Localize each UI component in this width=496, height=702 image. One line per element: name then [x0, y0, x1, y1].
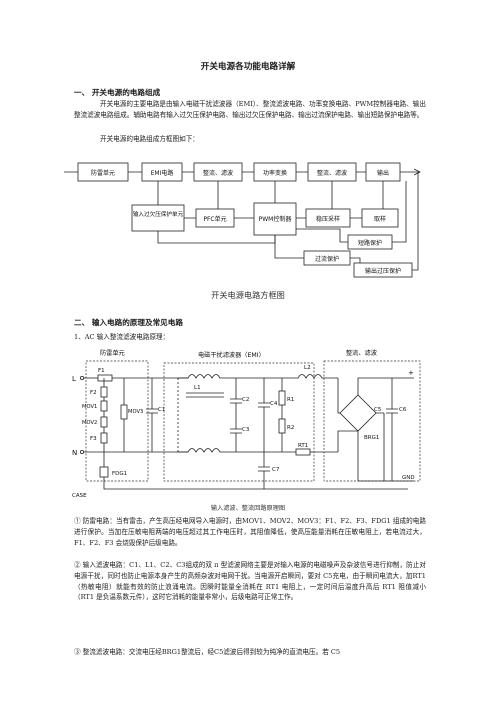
part-c4: C4 [270, 401, 278, 407]
part-f1: F1 [98, 368, 105, 374]
note-1: ① 防雷电路：当有雷击，产生高压经电网导入电源时，由MOV1、MOV2、MOV3… [74, 517, 426, 547]
region-emi [163, 362, 315, 482]
pin-n: N [72, 449, 77, 457]
block-in-prot-label: 输入过欠压保护单元 [133, 210, 184, 218]
part-c7: C7 [272, 467, 280, 473]
block-power-label: 功率变换 [263, 169, 287, 177]
part-c3: C3 [242, 427, 250, 433]
output-gnd: GND [402, 475, 415, 481]
section-2-heading: 二、 输入电路的原理及常见电路 [74, 318, 183, 327]
label-case: CASE [72, 493, 87, 499]
part-r1: R1 [287, 397, 294, 403]
block-overcurrent-label: 过流保护 [315, 255, 339, 263]
part-c5: C5 [374, 407, 382, 413]
part-f2: F2 [90, 390, 97, 396]
block-rect1-label: 整流、滤波 [203, 169, 233, 177]
part-c2: C2 [242, 397, 249, 403]
input-schematic: 防雷单元 电磁干扰滤波器（EMI） 整流、滤波 L N F1 F2 MOV1 M… [72, 349, 421, 499]
block-emi-label: EMI电路 [151, 169, 174, 177]
pin-l: L [72, 375, 76, 383]
block-sample-label: 稳压采样 [316, 215, 340, 223]
part-brg1: BRG1 [364, 435, 379, 441]
block-amp-label: 取样 [374, 215, 386, 223]
part-mov1: MOV1 [82, 404, 97, 410]
schematic-label-surge: 防雷单元 [100, 349, 125, 357]
part-fdg1: FDG1 [112, 471, 127, 477]
block-output-label: 输出 [377, 169, 389, 177]
note-2: ② 输入滤波电路：C1、L1、C2、C3组成的双 π 型滤波网络主要是对输入电源… [74, 561, 426, 602]
part-r2: R2 [287, 425, 294, 431]
block-out-prot-label: 输出过压保护 [365, 267, 401, 275]
part-c1: C1 [158, 407, 165, 413]
section-1-heading: 一、 开关电源的电路组成 [74, 88, 161, 97]
part-rt1: RT1 [298, 443, 308, 449]
block-short-label: 短路保护 [358, 239, 382, 247]
part-l1: L1 [194, 385, 201, 391]
schematic-label-rect: 整流、滤波 [346, 349, 377, 357]
schematic-caption: 输入滤波、整流回路原理图 [210, 505, 286, 512]
block-in-prot [131, 204, 185, 232]
output-plus: + [408, 369, 414, 377]
note-3: ③ 整流滤波电路：交流电压经BRG1整流后，经C5滤波后得到较为纯净的直流电压。… [74, 648, 341, 656]
part-mov2: MOV2 [82, 420, 97, 426]
section-2-subheading: 1、AC 输入整流滤波电路原理： [74, 333, 170, 341]
part-mov3: MOV3 [128, 409, 143, 415]
block-diagram: 防雷单元 EMI电路 整流、滤波 功率变换 整流、滤波 输出 输入过欠压保护单元… [64, 162, 421, 278]
block-pwm-label: PWM控制器 [259, 215, 292, 223]
section-1-paragraph-1: 开关电源的主要电路是由输入电磁干扰滤波器（EMI）、整流滤波电路、功率变换电路、… [74, 100, 426, 119]
part-f3: F3 [90, 436, 97, 442]
schematic-label-emi: 电磁干扰滤波器（EMI） [198, 351, 265, 359]
section-1-paragraph-2: 开关电源的电路组成方框图如下： [100, 135, 199, 143]
block-rect2-label: 整流、滤波 [317, 169, 347, 177]
block-diagram-caption: 开关电源电路方框图 [211, 290, 285, 300]
document-title: 开关电源各功能电路详解 [200, 62, 296, 72]
block-surge-label: 防雷单元 [91, 169, 115, 177]
block-pfc-label: PFC单元 [203, 215, 226, 223]
part-l2: L2 [304, 365, 311, 371]
part-c6: C6 [399, 407, 407, 413]
